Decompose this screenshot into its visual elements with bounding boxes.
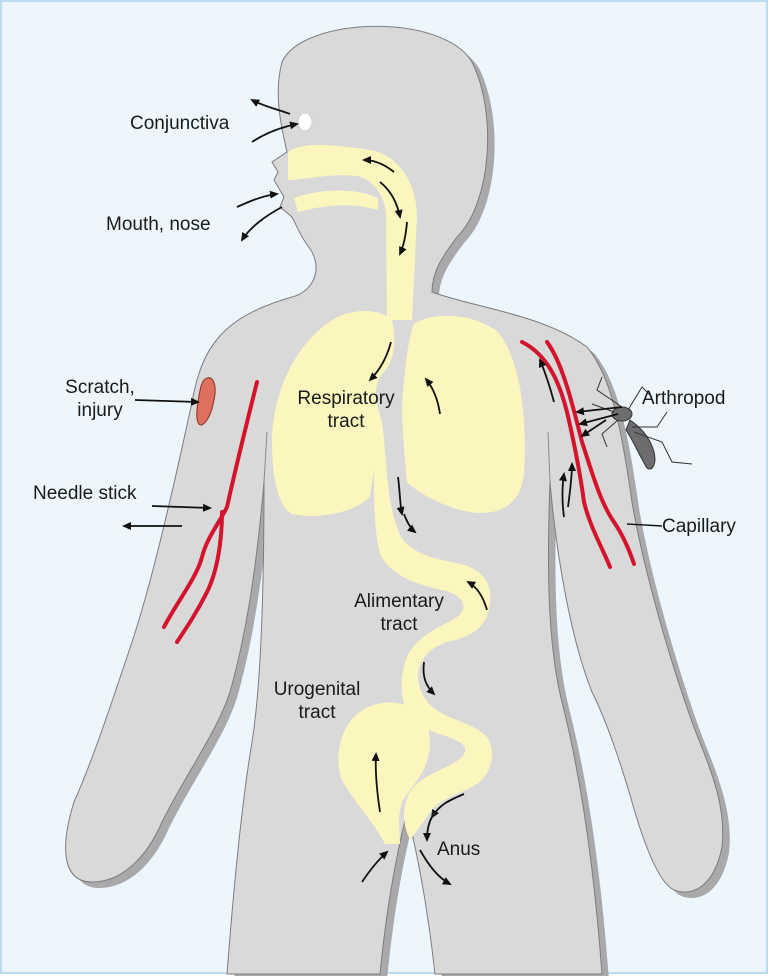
arrow-mouth-out xyxy=(242,207,282,240)
label-scratch-line2: injury xyxy=(60,399,140,422)
label-arthropod: Arthropod xyxy=(642,387,725,410)
label-alimentary-line1: Alimentary xyxy=(341,590,457,613)
label-scratch-injury: Scratch, injury xyxy=(60,376,140,422)
eye-conjunctiva xyxy=(298,113,312,131)
label-respiratory-tract: Respiratory tract xyxy=(289,387,403,433)
label-urogenital-tract: Urogenital tract xyxy=(267,678,367,724)
label-respiratory-line1: Respiratory xyxy=(289,387,403,410)
arrow-scratch xyxy=(135,400,198,402)
label-conjunctiva: Conjunctiva xyxy=(130,112,229,135)
arrow-mouth-in xyxy=(237,194,277,207)
label-urogenital-line1: Urogenital xyxy=(267,678,367,701)
label-alimentary-tract: Alimentary tract xyxy=(341,590,457,636)
label-capillary: Capillary xyxy=(662,515,736,538)
lung-left xyxy=(402,316,525,513)
label-urogenital-line2: tract xyxy=(267,701,367,724)
label-mouth-nose: Mouth, nose xyxy=(106,213,211,236)
label-needle-stick: Needle stick xyxy=(33,482,137,505)
label-scratch-line1: Scratch, xyxy=(60,376,140,399)
label-respiratory-line2: tract xyxy=(289,410,403,433)
label-anus: Anus xyxy=(437,838,480,861)
label-alimentary-line2: tract xyxy=(341,613,457,636)
